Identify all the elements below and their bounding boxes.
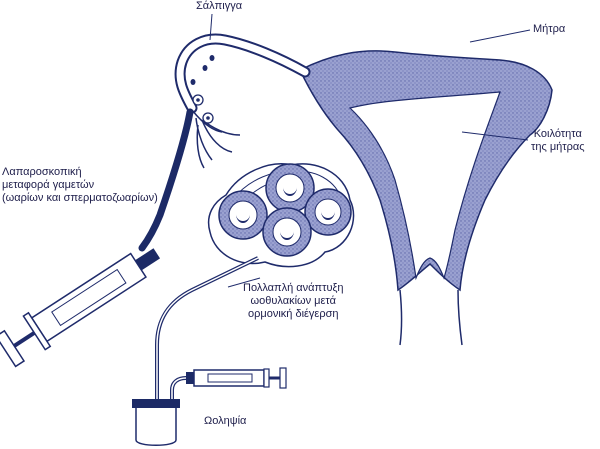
label-gift-transfer: Λαπαροσκοπική μεταφορά γαμετών (ωαρίων κ…: [2, 166, 158, 205]
follicle-2: [265, 163, 315, 213]
label-uterine-cavity-line1: Κοιλότητα: [533, 128, 582, 140]
label-fallopian-tube: Σάλπιγγα: [196, 0, 243, 12]
cervix-left: [399, 289, 403, 346]
label-test-tube: Ωοληψία: [204, 415, 247, 427]
label-gift-transfer-line3: (ωαρίων και σπερματοζωαρίων): [2, 192, 158, 204]
laparoscopic-syringe: [0, 248, 161, 368]
cervix-right: [457, 289, 463, 346]
fallopian-tube-inner: [176, 35, 309, 112]
test-tube: [132, 399, 180, 446]
uterine-cavity: [348, 91, 501, 281]
fimbriae: [191, 109, 241, 169]
label-gift-transfer-line1: Λαπαροσκοπική: [2, 166, 82, 178]
label-follicle-development-line3: ορμονική διέγερση: [248, 308, 339, 320]
label-uterus: Μήτρα: [533, 23, 566, 35]
suction-syringe: [170, 367, 287, 405]
follicle-4: [262, 207, 312, 257]
follicle-1: [218, 190, 268, 240]
label-follicle-development-line2: ωοθυλακίων μετά: [250, 295, 336, 307]
label-follicle-development: Πολλαπλή ανάπτυξη ωοθυλακίων μετά ορμονι…: [243, 282, 344, 321]
label-gift-transfer-line2: μεταφορά γαμετών: [2, 179, 95, 191]
label-uterine-cavity-line2: της μήτρας: [531, 141, 585, 153]
laparoscopic-catheter: [138, 108, 194, 252]
gametes: [190, 55, 215, 124]
leader-lines: [209, 13, 531, 288]
aspiration-needle-inner: [156, 257, 259, 405]
label-follicle-development-line1: Πολλαπλή ανάπτυξη: [243, 282, 344, 294]
follicle-3: [304, 188, 352, 236]
label-uterine-cavity: Κοιλότητα της μήτρας: [531, 128, 585, 154]
follicle-cluster: [207, 163, 355, 268]
